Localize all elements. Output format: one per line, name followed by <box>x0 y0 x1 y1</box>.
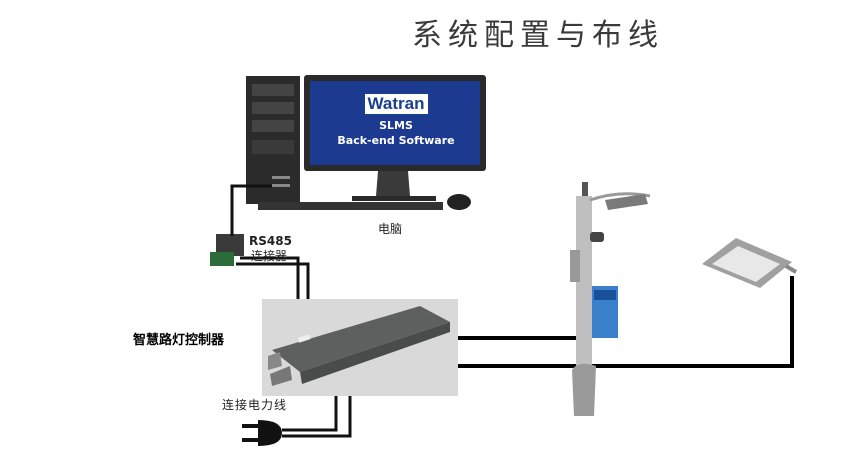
keyboard <box>258 202 443 210</box>
power-cable-label: 连接电力线 <box>222 398 288 412</box>
software-subtitle: Back-end Software <box>337 134 455 147</box>
controller-label: 智慧路灯控制器 <box>133 333 225 348</box>
pc-tower <box>246 76 300 204</box>
light-wires <box>458 276 794 368</box>
pc-label: 电脑 <box>378 222 403 236</box>
monitor-screen-text: Watran SLMS Back-end Software <box>310 92 482 147</box>
controller-device <box>262 299 458 396</box>
diagram-title: 系统配置与布线 <box>412 18 664 53</box>
street-light <box>702 238 798 288</box>
power-plug <box>242 420 282 446</box>
signal-wires <box>230 184 310 300</box>
rs485-connector <box>210 234 244 266</box>
rs485-label: RS485 <box>249 234 292 248</box>
smart-pole <box>570 182 651 416</box>
mouse <box>447 194 471 210</box>
power-wires <box>282 396 352 438</box>
software-name: SLMS <box>379 119 413 132</box>
connector-label: 连接器 <box>251 249 288 263</box>
brand-logo: Watran <box>362 92 430 116</box>
